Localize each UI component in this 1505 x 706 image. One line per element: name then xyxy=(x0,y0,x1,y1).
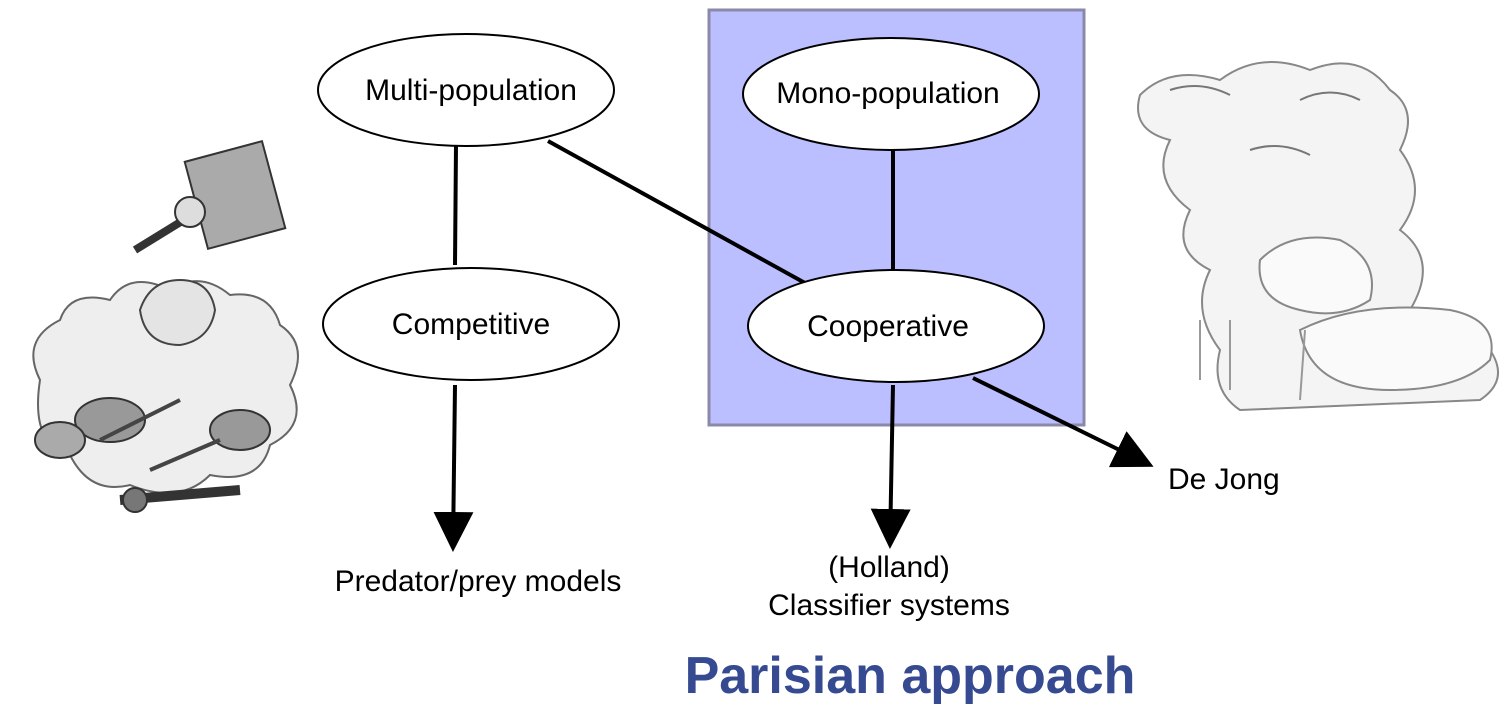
node-cooperative-label: Cooperative xyxy=(807,310,969,343)
node-mono-population-label: Mono-population xyxy=(776,77,1000,110)
arrow-competitive-to-predator-prey xyxy=(433,384,474,552)
leaf-holland: (Holland) xyxy=(828,551,950,584)
parisian-approach-title: Parisian approach xyxy=(685,647,1136,705)
node-multi-population: Multi-population xyxy=(317,33,615,147)
node-multi-population-label: Multi-population xyxy=(365,74,577,107)
node-mono-population: Mono-population xyxy=(742,37,1040,151)
node-competitive: Competitive xyxy=(322,267,620,381)
arrow-cooperative-to-classifier xyxy=(870,384,911,549)
arrow-cooperative-to-de-jong xyxy=(972,376,1154,468)
leaf-de-jong: De Jong xyxy=(1168,463,1280,496)
node-cooperative: Cooperative xyxy=(747,269,1045,383)
left-sheep-illustration xyxy=(32,139,299,513)
right-sheep-illustration xyxy=(1137,61,1499,412)
edge-multi-to-cooperative xyxy=(547,139,806,285)
leaf-classifier-systems: Classifier systems xyxy=(768,589,1010,622)
node-competitive-label: Competitive xyxy=(392,308,550,341)
leaf-predator-prey: Predator/prey models xyxy=(335,565,622,598)
edge-multi-to-competitive xyxy=(453,144,458,266)
